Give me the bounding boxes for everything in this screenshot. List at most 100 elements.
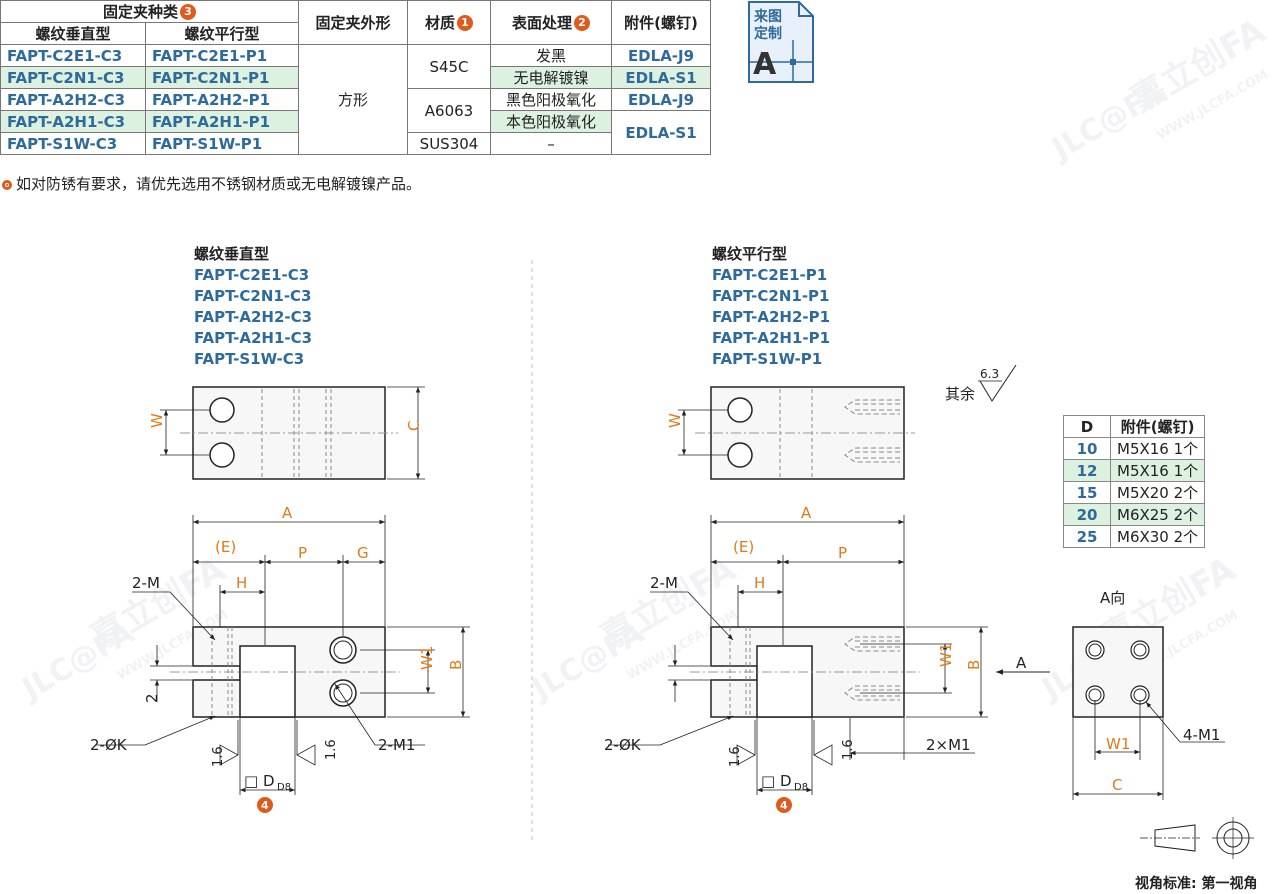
list-item: FAPT-A2H2-C3 — [194, 308, 313, 326]
dim-2k: 2-ØK — [90, 736, 128, 754]
badge-4-icon — [776, 797, 792, 813]
list-item: FAPT-A2H1-C3 — [194, 329, 313, 347]
dim-a: A — [282, 504, 293, 522]
list-title: 螺纹垂直型 — [194, 245, 270, 263]
list-item: FAPT-S1W-P1 — [712, 350, 823, 368]
dim-a: A — [801, 504, 812, 522]
roughness-16: 1.6 — [211, 746, 226, 767]
dim-c: C — [1112, 776, 1122, 794]
dim-w: W — [148, 413, 166, 428]
dim-d: □ D — [244, 772, 275, 790]
dim-b: B — [965, 660, 983, 670]
screw-value: M5X20 2个 — [1109, 481, 1206, 504]
dim-4m1: 4-M1 — [1183, 726, 1220, 744]
vertical-type-list: 螺纹垂直型 FAPT-C2E1-C3 FAPT-C2N1-C3 FAPT-A2H… — [194, 244, 312, 370]
roughness-16: 1.6 — [324, 739, 339, 760]
roughness-note — [978, 364, 1017, 402]
dim-w: W — [666, 413, 684, 428]
list-item: FAPT-C2E1-P1 — [712, 266, 828, 284]
dim-d: □ D — [761, 772, 792, 790]
spec-code-vertical: FAPT-C2E1-C3 — [0, 44, 146, 67]
d-value: 20 — [1063, 503, 1111, 526]
list-item: FAPT-C2N1-P1 — [712, 287, 830, 305]
spec-attachment: EDLA-S1 — [611, 110, 711, 155]
left-top-view — [160, 386, 425, 480]
badge-1: 1 — [457, 15, 473, 31]
spec-material: SUS304 — [407, 132, 491, 155]
list-item: FAPT-C2E1-C3 — [194, 266, 310, 284]
spec-attach-header: 附件(螺钉) — [611, 0, 711, 45]
dim-g: G — [357, 544, 369, 562]
dim-p: P — [838, 544, 847, 562]
view-a-title: A向 — [1100, 589, 1125, 607]
note-bullet-icon — [2, 179, 12, 190]
a-direction-view — [1072, 626, 1225, 800]
screw-value: M6X25 2个 — [1109, 503, 1206, 526]
dim-2k: 2-ØK — [604, 736, 642, 754]
projection-label: 视角标准: 第一视角 — [1135, 875, 1257, 892]
spec-material: A6063 — [407, 88, 491, 133]
a-view-labels: A向 W1 C 4-M1 — [1100, 589, 1220, 794]
screw-header: 附件(螺钉) — [1109, 415, 1206, 438]
dim-h: H — [236, 574, 247, 592]
dim-e: (E) — [215, 538, 236, 556]
dim-2m1: 2-M1 — [378, 736, 415, 754]
dim-p: P — [298, 544, 307, 562]
dim-c: C — [405, 421, 423, 431]
dim-2xm1: 2×M1 — [926, 736, 971, 754]
spec-sub-parallel: 螺纹平行型 — [145, 22, 299, 45]
d-value: 10 — [1063, 437, 1111, 460]
badge-4: 4 — [261, 799, 269, 812]
badge-3: 3 — [180, 4, 196, 20]
spec-code-vertical: FAPT-S1W-C3 — [0, 132, 146, 155]
dim-w1: W1 — [418, 646, 436, 670]
dim-d8: D8 — [277, 782, 291, 793]
dim-2m: 2-M — [132, 574, 160, 592]
spec-code-vertical: FAPT-A2H2-C3 — [0, 88, 146, 111]
left-front-view — [95, 515, 470, 795]
first-angle-projection-icon — [1140, 817, 1254, 859]
dim-w1: W1 — [1106, 735, 1130, 753]
list-item: FAPT-S1W-C3 — [194, 350, 305, 368]
spec-code-parallel: FAPT-A2H1-P1 — [145, 110, 299, 133]
roughness-label: 其余 — [945, 385, 975, 403]
roughness-value: 6.3 — [980, 367, 999, 381]
screw-value: M5X16 1个 — [1109, 459, 1206, 482]
spec-attachment: EDLA-J9 — [611, 44, 711, 67]
spec-attachment: EDLA-S1 — [611, 66, 711, 89]
dim-e: (E) — [733, 538, 754, 556]
parallel-type-list: 螺纹平行型 FAPT-C2E1-P1 FAPT-C2N1-P1 FAPT-A2H… — [712, 244, 830, 370]
left-front-labels: A (E) P G H 2-M 2-ØK 2-M1 W1 B 2 1.6 1.6… — [90, 504, 465, 813]
svg-text:嘉立创FA: 嘉立创FA — [1125, 11, 1273, 120]
custom-badge-line2: 定制 — [754, 25, 782, 42]
dim-w1: W1 — [937, 643, 955, 667]
spec-code-parallel: FAPT-C2E1-P1 — [145, 44, 299, 67]
right-top-view — [678, 386, 915, 480]
list-item: FAPT-A2H1-P1 — [712, 329, 831, 347]
roughness-16: 1.6 — [728, 746, 743, 767]
spec-surface: 本色阳极氧化 — [490, 110, 612, 133]
dim-h: H — [754, 574, 765, 592]
custom-badge-letter: A — [753, 47, 777, 82]
list-title: 螺纹平行型 — [712, 245, 788, 263]
custom-badge-line1: 来图 — [753, 9, 782, 25]
watermark-logo: JLC@FA 嘉立创FA WWW.JLCFA.COM JLC@FA 嘉立创FA … — [15, 11, 1273, 708]
dim-d8: D8 — [794, 782, 808, 793]
dim-2m: 2-M — [650, 574, 678, 592]
list-item: FAPT-A2H2-P1 — [712, 308, 831, 326]
badge-4-icon — [257, 797, 273, 813]
spec-shape-header: 固定夹外形 — [298, 0, 408, 45]
custom-drawing-badge: 来图 定制 A — [748, 1, 814, 83]
dim-b: B — [447, 660, 465, 670]
d-value: 15 — [1063, 481, 1111, 504]
spec-shape-value: 方形 — [298, 44, 408, 155]
list-item: FAPT-C2N1-C3 — [194, 287, 312, 305]
spec-surface: 无电解镀镍 — [490, 66, 612, 89]
right-front-view — [608, 515, 1050, 795]
roughness-16: 1.6 — [841, 739, 856, 760]
